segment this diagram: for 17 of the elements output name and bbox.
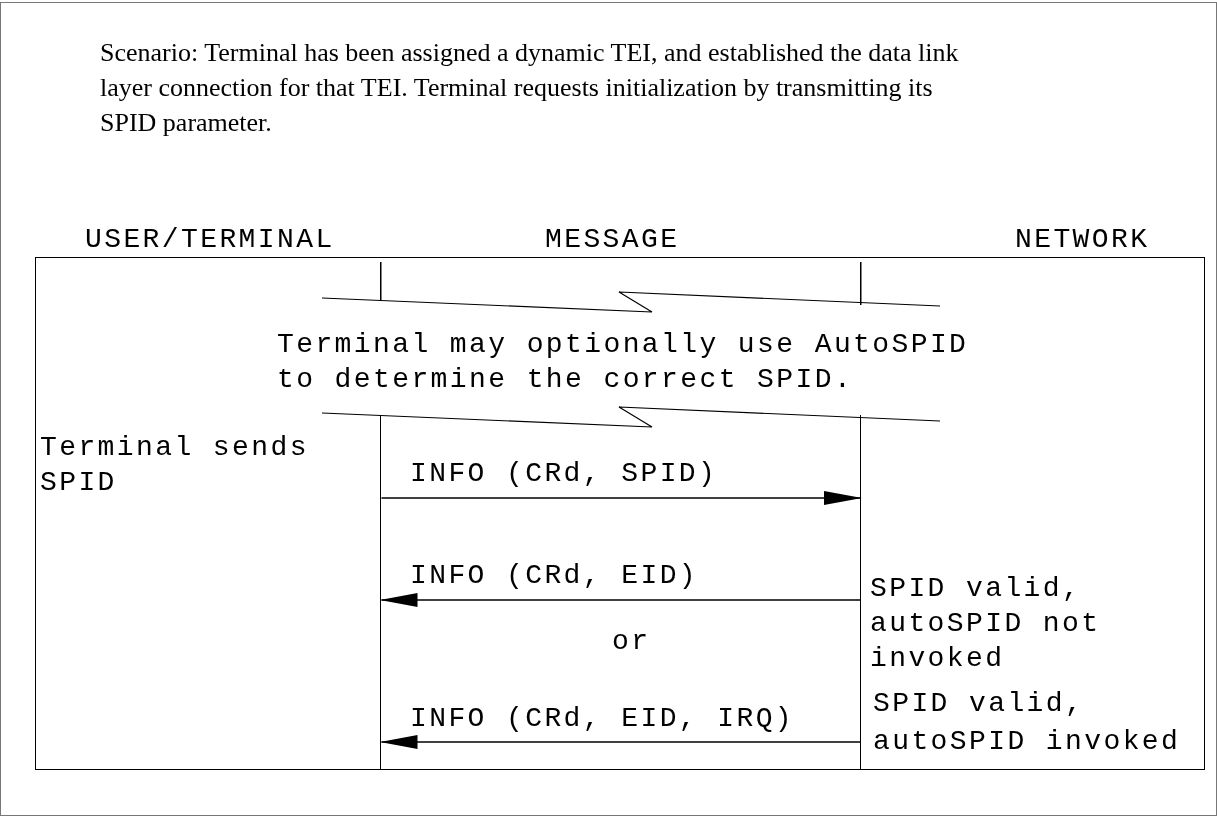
edge-label: INFO (CRd, EID, IRQ) [410,702,795,736]
alternative-text: or [612,625,651,659]
condition-text: SPID valid, autoSPID not invoked [870,572,1102,676]
column-heading: MESSAGE [545,223,680,257]
message-arrow [379,593,861,607]
message-arrow [380,491,862,505]
lifeline [860,415,861,770]
lifeline [380,415,381,770]
edge-label: INFO (CRd, SPID) [410,457,718,491]
condition-text: SPID valid, autoSPID invoked [873,687,1182,759]
column-heading: NETWORK [1015,223,1150,257]
message-arrow [379,735,861,749]
edge-label: INFO (CRd, EID) [410,559,699,593]
action-text: Terminal sends SPID [40,431,310,500]
scenario-text: Scenario: Terminal has been assigned a dynamic TEI, and established the data link layer connection for that TEI. Terminal requests initialization by transmitting its SPID parameter. [100,37,960,139]
column-heading: USER/TERMINAL [85,223,335,257]
note-text: Terminal may optionally use AutoSPID to determine the correct SPID. [277,328,970,397]
